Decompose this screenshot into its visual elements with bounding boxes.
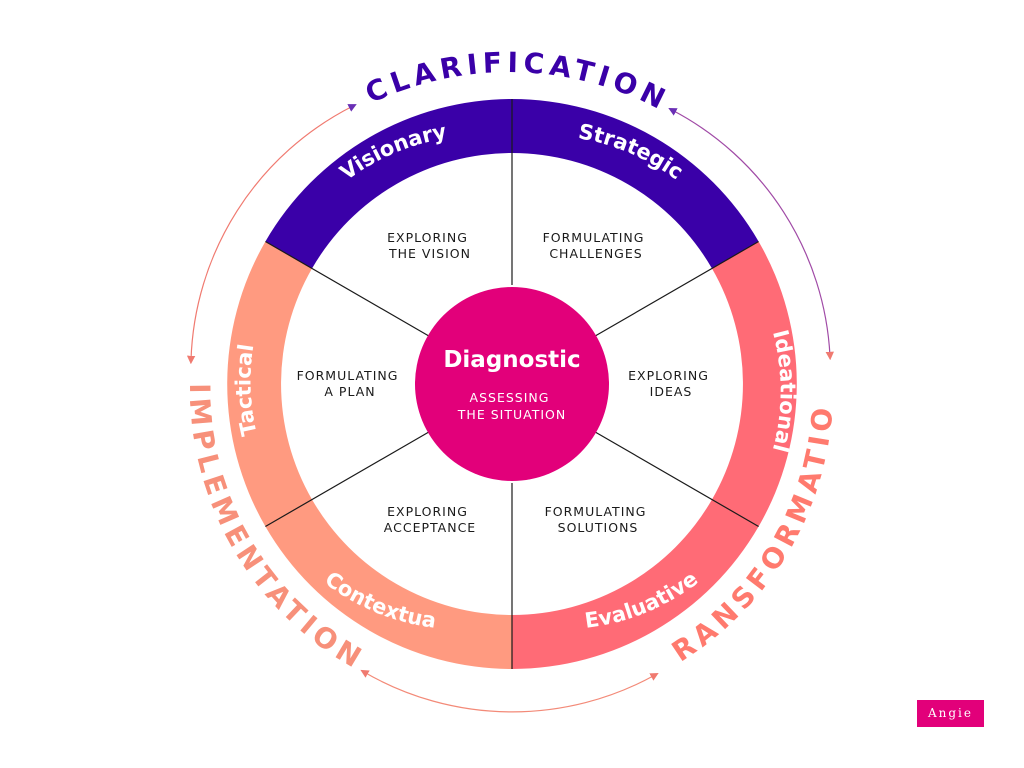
step-formulating-solutions: FORMULATING SOLUTIONS — [545, 504, 652, 535]
transformation-implementation-arrow — [360, 669, 659, 713]
step-exploring-the-vision: EXPLORING THE VISION — [387, 230, 473, 261]
ring-segment-strategic — [512, 99, 759, 269]
center-subtitle: ASSESSING THE SITUATION — [457, 390, 566, 422]
ring-segment-evaluative — [512, 499, 759, 669]
angie-logo: Angie — [917, 700, 984, 727]
ring-segment-contextual — [265, 499, 512, 669]
center-diagnostic-circle — [415, 287, 609, 481]
ring-segment-tactical — [227, 241, 312, 527]
implementation-clarification-arrow — [186, 104, 357, 365]
ring-segment-visionary — [265, 99, 512, 269]
step-exploring-acceptance: EXPLORING ACCEPTANCE — [384, 504, 476, 535]
clarification-transformation-arrow — [668, 108, 834, 361]
step-formulating-a-plan: FORMULATING A PLAN — [297, 368, 404, 399]
step-exploring-ideas: EXPLORING IDEAS — [628, 368, 714, 399]
segment-dividers — [265, 99, 759, 669]
center-title: Diagnostic — [443, 347, 580, 373]
ring-segment-ideational — [712, 241, 797, 527]
step-formulating-challenges: FORMULATING CHALLENGES — [543, 230, 650, 261]
